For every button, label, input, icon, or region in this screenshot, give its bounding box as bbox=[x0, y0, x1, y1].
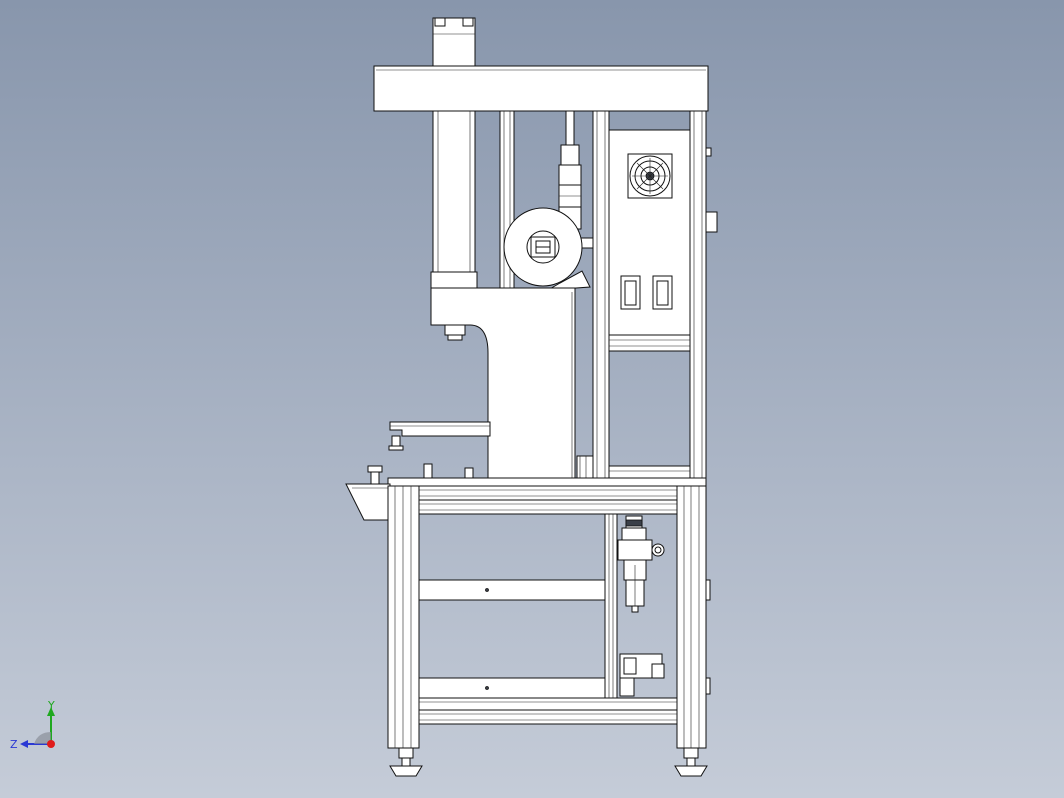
tape-reel bbox=[503, 207, 591, 291]
press-c-frame bbox=[388, 287, 594, 479]
air-regulator bbox=[617, 515, 665, 613]
lower-frame-legs bbox=[387, 485, 711, 749]
press-cylinder bbox=[430, 17, 478, 289]
lower-frame-rails bbox=[418, 513, 678, 725]
leveling-feet bbox=[389, 747, 708, 777]
origin-point bbox=[47, 740, 55, 748]
signal-tower bbox=[558, 110, 594, 249]
axis-z-label: Z bbox=[10, 738, 18, 751]
solenoid-valve bbox=[619, 653, 665, 697]
button-console bbox=[345, 465, 391, 521]
coordinate-triad-icon: Y Z bbox=[10, 699, 55, 751]
table-top bbox=[387, 477, 707, 515]
electrical-box bbox=[608, 129, 691, 485]
fan-icon bbox=[627, 153, 673, 199]
top-beam bbox=[373, 65, 709, 112]
axis-y-label: Y bbox=[47, 699, 55, 712]
